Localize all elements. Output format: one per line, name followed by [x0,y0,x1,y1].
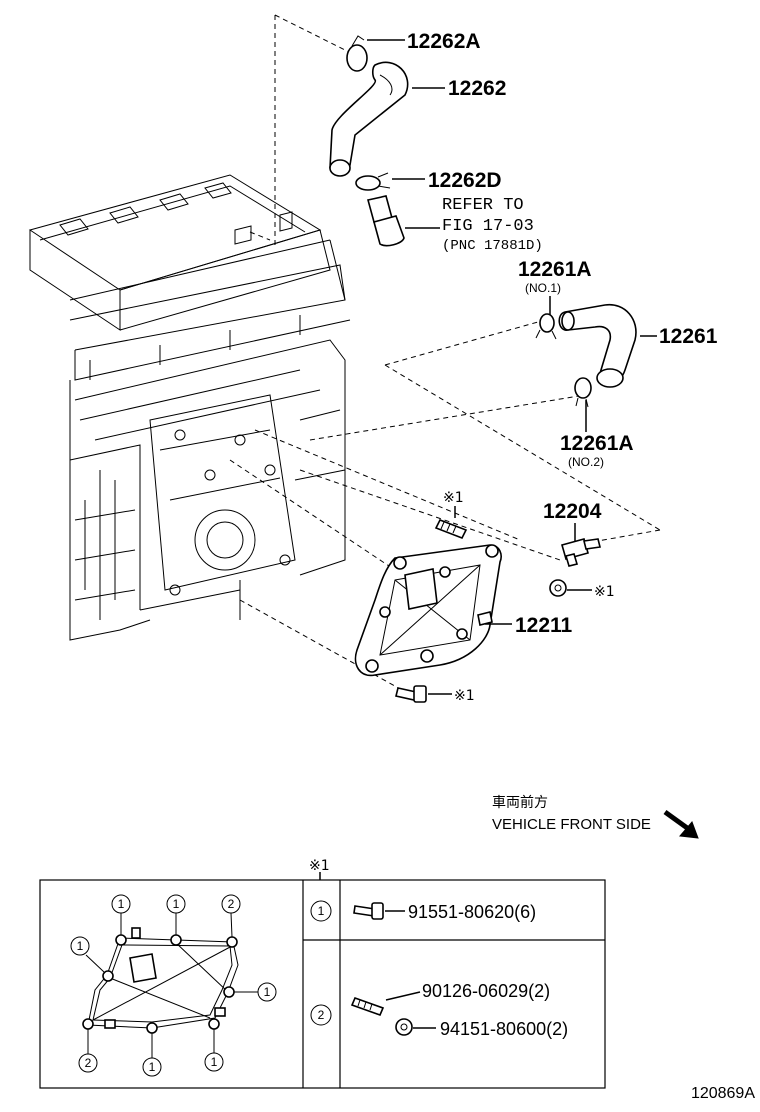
inset-callout: 1 [264,985,271,999]
pcv-valve-reference [367,195,405,247]
pcv-valve-12204 [561,538,601,567]
refer-to-line3: (PNC 17881D) [442,238,543,254]
mark-bolt: ※1 [454,688,475,704]
inset-callout: 1 [149,1060,156,1074]
clamp-12261A-no2 [574,377,592,408]
hose-12261 [558,303,637,388]
engine-block [28,174,351,641]
mark-nut: ※1 [594,584,615,600]
label-12211: 12211 [515,614,573,637]
label-12262D: 12262D [428,169,502,192]
clamp-12262A [346,35,368,72]
inset-plate [82,927,239,1034]
inset-callout: 1 [77,939,84,953]
inset-callout: 2 [85,1056,92,1070]
vehicle-front-japanese: 車両前方 [492,794,548,811]
legend-row-1: 1 91551-80620(6) [310,900,536,922]
label-12261: 12261 [659,325,718,348]
label-12262: 12262 [448,77,506,100]
legend-header-mark: ※1 [309,858,330,874]
hose-12262 [329,61,409,177]
legend-row-2: 2 90126-06029(2) 94151-80600(2) [310,981,568,1039]
legend-part-91551: 91551-80620(6) [408,902,536,922]
flange-bolt-icon [353,902,384,920]
legend-part-94151: 94151-80600(2) [440,1019,568,1039]
legend-table [39,879,606,1089]
inset-callout: 1 [118,897,125,911]
refer-to-line1: REFER TO [442,196,524,215]
flange-bolt [395,685,427,703]
vehicle-front-side-label: VEHICLE FRONT SIDE [492,816,651,833]
label-12261A-top: 12261A [518,258,592,281]
label-12262A: 12262A [407,30,481,53]
legend-key-1: 1 [318,904,325,918]
clamp-12262D [355,172,391,191]
nut-icon [395,1018,413,1036]
nut [549,579,567,597]
label-12204: 12204 [543,500,602,523]
label-12261A-bottom: 12261A [560,432,634,455]
legend-part-90126: 90126-06029(2) [422,981,550,1001]
refer-to-line2: FIG 17-03 [442,217,534,236]
front-arrow-icon [663,809,699,839]
clamp-12261A-no1 [535,313,557,340]
stud-bolt-icon [350,996,385,1017]
mark-stud: ※1 [443,490,464,506]
inset-callouts: 1 1 2 1 1 2 1 1 [70,894,277,1077]
plate-12211 [354,544,502,677]
inset-callout: 1 [173,897,180,911]
stud-bolt [434,518,468,540]
label-no1: (NO.1) [525,281,561,295]
label-no2: (NO.2) [568,455,604,469]
inset-callout: 1 [211,1055,218,1069]
inset-callout: 2 [228,897,235,911]
figure-id: 120869A [691,1085,755,1102]
legend-key-2: 2 [318,1008,325,1022]
